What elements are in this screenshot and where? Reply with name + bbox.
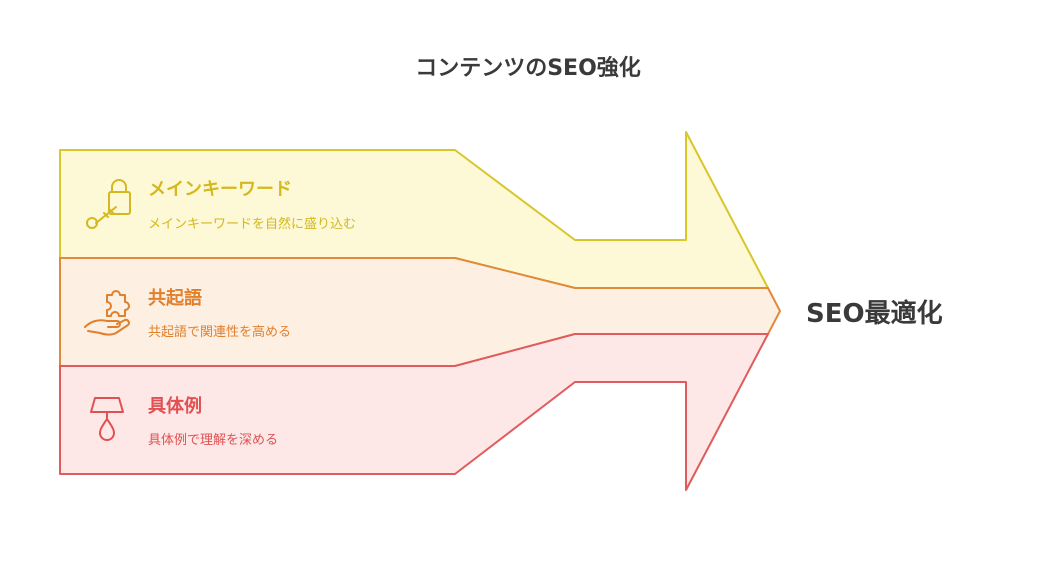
hand-puzzle-icon — [84, 290, 130, 336]
diagram-title: コンテンツのSEO強化 — [415, 56, 641, 81]
lock-key-icon — [86, 179, 131, 229]
stage-title-example: 具体例 — [148, 396, 202, 417]
stage-title-cooccurrence: 共起語 — [148, 288, 202, 309]
stage-desc-example: 具体例で理解を深める — [148, 433, 279, 448]
stage-desc-cooccurrence: 共起語で関連性を高める — [148, 325, 292, 340]
stage-band-example — [59, 333, 769, 491]
stage-title-keyword: メインキーワード — [148, 179, 292, 200]
result-label: SEO最適化 — [806, 299, 943, 329]
lamp-icon — [90, 397, 124, 441]
stage-desc-keyword: メインキーワードを自然に盛り込む — [148, 217, 357, 232]
